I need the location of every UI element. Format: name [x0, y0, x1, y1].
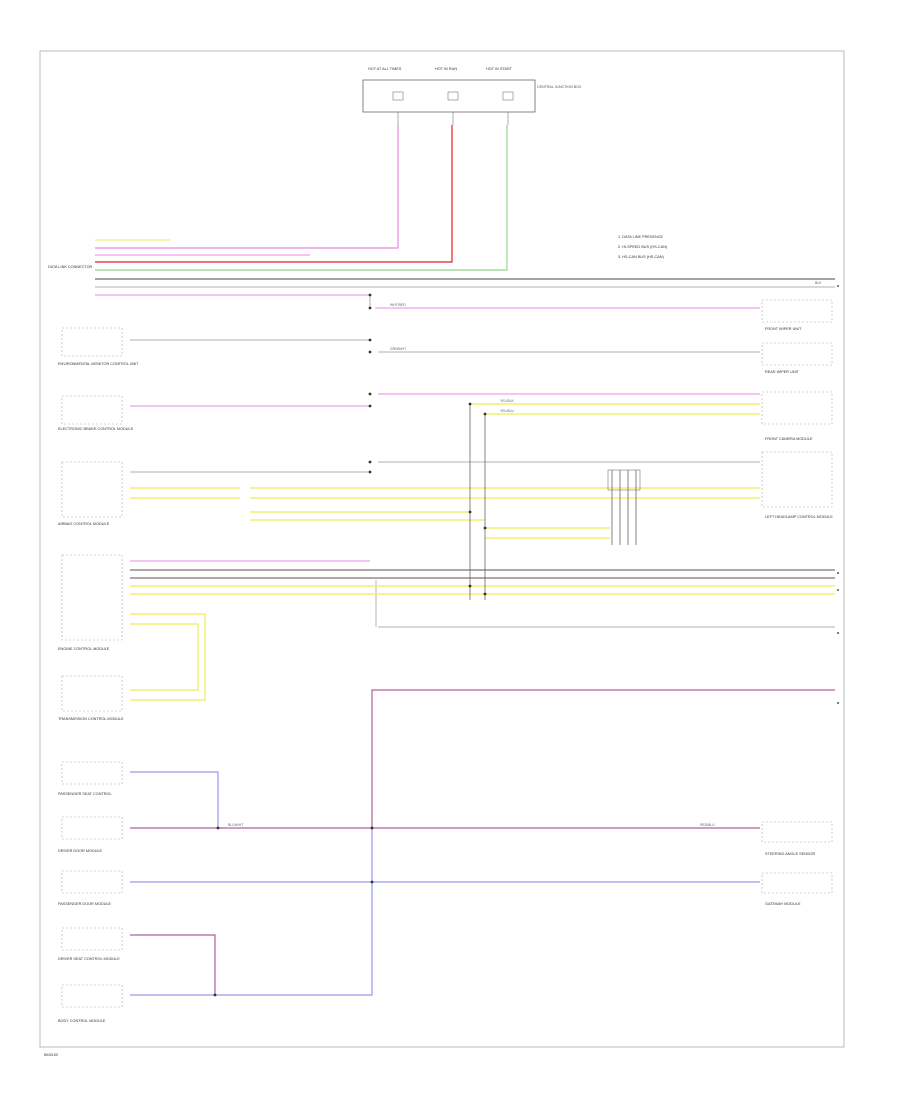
fuse-box: HOT AT ALL TIMES HOT IN RUN HOT IN START… [362, 67, 582, 125]
label-ebcm: ELECTRONIC BRAKE CONTROL MODULE [58, 427, 134, 431]
label-driver-seat: DRIVER SEAT CONTROL MODULE [58, 957, 120, 961]
label-rear-wiper: REAR WIPER UNIT [765, 370, 800, 374]
label-ecm: ENGINE CONTROL MODULE [58, 647, 110, 651]
label-front-camera: FRONT CAMERA MODULE [765, 437, 813, 441]
splice-pack [607, 469, 641, 491]
module-boxes-left [61, 327, 123, 1008]
wire-code-7: BLK [815, 281, 822, 285]
fuse-label-1: HOT AT ALL TIMES [368, 67, 402, 71]
label-data-link-connector: DATA LINK CONNECTOR [48, 265, 93, 269]
wire-code-labels: WHT/RED GRN/WHT YEL/BLK YEL/BLU BLU/WHT … [228, 281, 822, 827]
label-airbag: AIRBAG CONTROL MODULE [58, 522, 110, 526]
label-left-headlamp: LEFT HEADLAMP CONTROL MODULE [765, 515, 833, 519]
wire-code-3: YEL/BLK [500, 399, 514, 403]
label-driver-door: DRIVER DOOR MODULE [58, 849, 103, 853]
blue-lines [130, 771, 760, 996]
wire-code-1: WHT/RED [390, 303, 406, 307]
label-front-wiper: FRONT WIPER UNIT [765, 327, 802, 331]
label-env-monitor: ENVIRONMENTAL MONITOR CONTROL UNIT [58, 362, 139, 366]
label-tcm: TRANSMISSION CONTROL MODULE [58, 717, 124, 721]
label-gateway: GATEWAY MODULE [765, 902, 801, 906]
label-steering-angle: STEERING ANGLE SENSOR [765, 852, 815, 856]
yellow-can-lines [130, 403, 835, 701]
wire-code-4: YEL/BLU [500, 409, 514, 413]
splice-dots [213, 293, 487, 997]
label-bcm: BODY CONTROL MODULE [58, 1019, 106, 1023]
label-passenger-seat: PASSENGER SEAT CONTROL [58, 792, 112, 796]
legend-item-3: 3. HS-CAN BUS (HS-CAN) [618, 255, 665, 259]
fuse-box-label: CENTRAL JUNCTION BOX [537, 85, 582, 89]
fuse-label-2: HOT IN RUN [435, 67, 457, 71]
wire-red-feed [95, 125, 453, 263]
dark-bus-lower [130, 569, 835, 579]
gray-signal-lines [130, 339, 835, 628]
legend-item-2: 2. HI-SPEED BUS (HS-CAN) [618, 245, 668, 249]
pink-signal-lines [130, 393, 760, 562]
right-terminals [837, 285, 839, 704]
module-boxes-right [761, 299, 833, 894]
splice-verticals [469, 404, 637, 600]
legend-item-1: 1. DATA LINE PRESENCE [618, 235, 663, 239]
fuse-label-3: HOT IN START [486, 67, 513, 71]
wire-code-6: RED/BLU [700, 823, 715, 827]
diagram-border [39, 50, 845, 1048]
wire-green-feed [95, 125, 508, 271]
purple-lines [130, 689, 835, 995]
footer-code: BM2100 [44, 1053, 58, 1057]
wire-code-5: BLU/WHT [228, 823, 243, 827]
wire-code-2: GRN/WHT [390, 347, 406, 351]
wire-pink-feed [95, 125, 399, 249]
label-passenger-door: PASSENGER DOOR MODULE [58, 902, 112, 906]
legend: 1. DATA LINE PRESENCE 2. HI-SPEED BUS (H… [618, 235, 668, 259]
